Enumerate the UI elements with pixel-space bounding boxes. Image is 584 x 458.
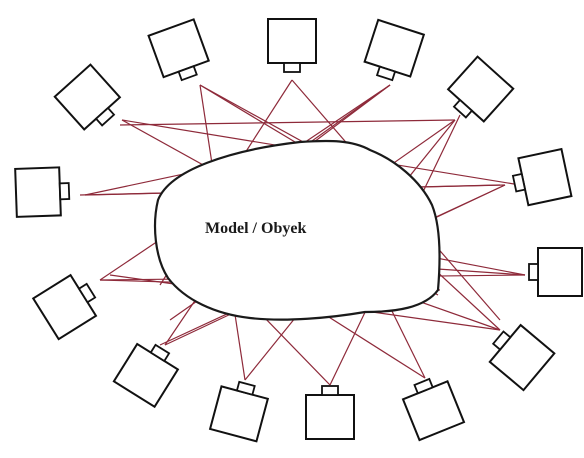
camera-body [267, 18, 317, 64]
camera-icon [267, 18, 317, 73]
camera-lens [413, 377, 434, 395]
camera-body [208, 385, 270, 443]
camera-body [517, 147, 573, 207]
camera-body [363, 18, 426, 78]
object-outline [153, 139, 441, 321]
camera-lens [177, 65, 198, 82]
object-label: Model / Obyek [205, 220, 306, 237]
camera-icon [112, 342, 180, 409]
camera-icon [401, 377, 466, 442]
camera-body [401, 380, 466, 442]
camera-lens [58, 182, 71, 201]
camera-body [53, 63, 122, 131]
camera-lens [149, 343, 171, 363]
camera-body [147, 18, 210, 79]
camera-lens [452, 98, 474, 119]
ray-line [199, 84, 301, 146]
camera-icon [528, 247, 583, 297]
camera-lens [77, 282, 97, 304]
camera-lens [528, 263, 539, 281]
camera-icon [53, 63, 122, 131]
camera-lens [375, 65, 397, 82]
camera-body [446, 55, 515, 123]
camera-group [14, 18, 583, 443]
camera-icon [14, 166, 71, 218]
camera-body [14, 166, 62, 218]
camera-icon [208, 380, 270, 443]
camera-icon [305, 385, 355, 440]
camera-lens [491, 330, 512, 351]
camera-icon [488, 323, 556, 392]
camera-lens [283, 62, 301, 73]
camera-lens [321, 385, 339, 396]
camera-body [537, 247, 583, 297]
camera-lens [94, 106, 116, 127]
ray-line [119, 119, 456, 126]
camera-body [488, 323, 556, 392]
camera-icon [363, 18, 426, 82]
camera-body [305, 394, 355, 440]
camera-icon [31, 273, 98, 341]
camera-icon [147, 18, 210, 82]
camera-lens [235, 380, 256, 396]
camera-icon [446, 55, 515, 123]
camera-icon [511, 147, 573, 207]
camera-lens [511, 172, 527, 193]
